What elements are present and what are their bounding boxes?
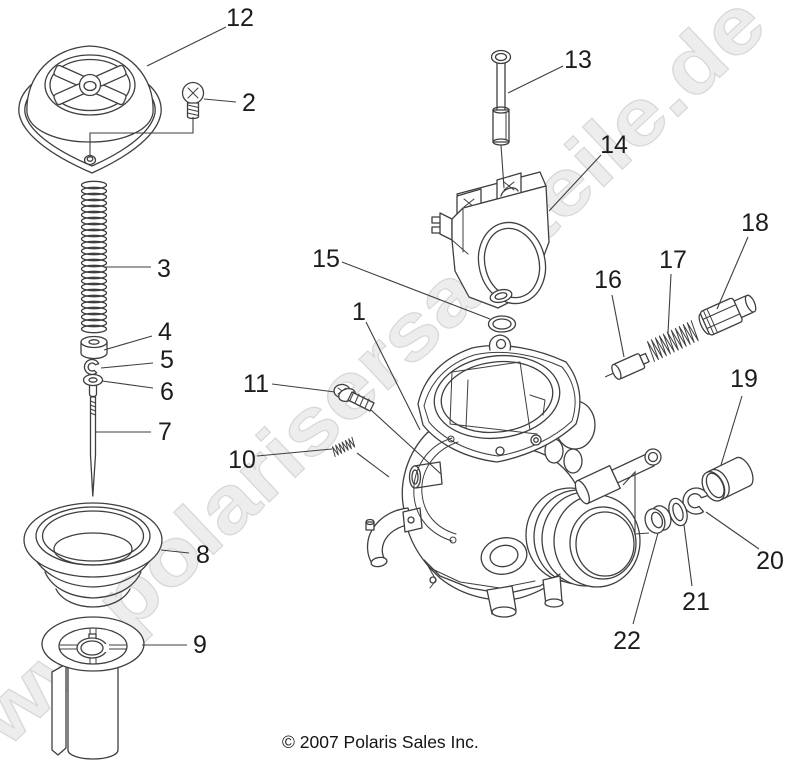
leader-line-22 [632,532,659,625]
part-17-spring-drawing [647,320,699,362]
leader-line-21 [683,524,693,587]
part-12-diaphragm-cover-drawing [18,45,162,174]
part-label-21: 21 [682,588,710,616]
part-11-screw-drawing [333,383,375,412]
part-label-18: 18 [741,209,769,237]
part-label-8: 8 [196,541,210,569]
ref-line-spring-10-to-body [356,452,390,478]
part-label-22: 22 [613,627,641,655]
part-5-e-clip-drawing [83,358,100,376]
leader-line-2 [203,98,237,103]
part-label-9: 9 [193,631,207,659]
leader-line-10 [256,448,333,457]
leader-line-5 [100,362,154,369]
part-3-spring-drawing [80,180,108,334]
ref-line-bolt-13-to-bracket [500,144,505,189]
leader-line-16 [611,294,625,358]
leader-line-17 [667,273,672,334]
part-label-11: 11 [243,370,269,398]
part-label-3: 3 [157,255,171,283]
leader-line-18 [716,236,749,310]
part-8-diaphragm-drawing [23,502,163,608]
part-label-19: 19 [730,365,758,393]
part-6-retainer-drawing [82,373,104,398]
leader-line-15 [341,261,491,320]
parts-layer [18,45,757,760]
leader-line-11 [271,383,336,393]
part-label-2: 2 [242,89,256,117]
part-label-13: 13 [564,46,592,74]
part-22-seal-drawing [644,505,672,534]
leader-line-4 [103,335,153,351]
part-label-1: 1 [352,298,366,326]
leader-line-19 [720,395,743,466]
part-4-spring-seat-drawing [80,335,108,360]
part-label-14: 14 [600,131,628,159]
part-19-cap-drawing [701,456,754,502]
part-label-6: 6 [160,378,174,406]
ref-line-screw-2-to-cover-hole [89,117,194,157]
leader-line-13 [507,65,564,94]
part-16-plunger-drawing [604,352,650,380]
part-7-jet-needle-drawing [89,396,97,497]
ref-line-shaft-parts-bracket [622,470,650,535]
part-2-screw-drawing [181,81,205,120]
leader-line-8 [160,549,190,554]
part-15-o-ring-drawing [487,315,517,333]
leader-lines-layer [89,26,760,646]
leader-line-20 [705,511,760,550]
part-label-20: 20 [756,547,784,575]
part-label-12: 12 [226,4,254,32]
part-18-nut-drawing [698,294,757,336]
part-label-10: 10 [228,446,256,474]
part-10-spring-drawing [331,436,356,457]
leader-line-1 [365,321,421,431]
part-9-slide-drawing [41,616,145,760]
part-label-15: 15 [312,245,340,273]
copyright-text: © 2007 Polaris Sales Inc. [282,732,479,752]
leader-line-14 [548,154,602,212]
part-label-16: 16 [594,266,622,294]
part-label-5: 5 [160,346,174,374]
part-14-housing-bracket-drawing [431,171,550,309]
ref-line-screw-11-to-body [370,409,442,475]
part-20-e-clip-drawing [682,487,709,515]
part-label-7: 7 [158,418,172,446]
part-13-bolt-drawing [490,49,512,146]
leader-line-12 [146,26,227,67]
part-label-4: 4 [158,318,172,346]
part-label-17: 17 [659,246,687,274]
leader-line-6 [101,380,154,389]
